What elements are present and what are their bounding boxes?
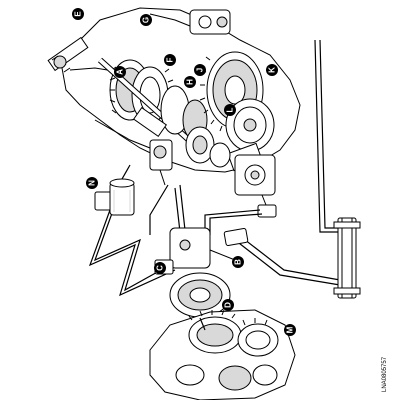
pump-to-lower-pipe xyxy=(199,317,206,331)
callout-a-badge xyxy=(114,66,126,78)
callout-l-badge xyxy=(224,104,236,116)
center-gears xyxy=(185,126,231,168)
callout-k-label: K xyxy=(268,67,277,73)
callout-e: E xyxy=(72,8,84,20)
callout-c-badge xyxy=(154,262,166,274)
callout-b: B xyxy=(232,256,244,268)
pump-assembly xyxy=(154,227,249,318)
callout-l: L xyxy=(224,104,236,116)
callout-b-badge xyxy=(232,256,244,268)
upper-linkage xyxy=(149,9,231,35)
callout-g: G xyxy=(140,14,152,26)
callout-k: K xyxy=(266,64,278,76)
lower-left-linkage xyxy=(133,106,173,186)
callout-d-badge xyxy=(222,299,234,311)
callout-j: J xyxy=(194,64,206,76)
callout-c: C xyxy=(154,262,166,274)
callout-h: H xyxy=(184,76,196,88)
callout-m-badge xyxy=(284,324,296,336)
callout-k-badge xyxy=(266,64,278,76)
callout-n-badge xyxy=(86,177,98,189)
callout-m-label: M xyxy=(286,326,295,333)
output-assembly xyxy=(234,154,277,218)
callout-j-badge xyxy=(194,64,206,76)
callout-e-label: E xyxy=(74,11,83,17)
clutch-l xyxy=(225,98,275,172)
callout-a: A xyxy=(114,66,126,78)
callout-j-label: J xyxy=(196,68,205,72)
callout-l-label: L xyxy=(226,107,235,112)
callout-f-label: F xyxy=(166,57,175,62)
callout-a-label: A xyxy=(116,69,125,75)
callout-n: N xyxy=(86,177,98,189)
callout-h-label: H xyxy=(186,79,195,85)
callout-e-badge xyxy=(72,8,84,20)
callout-g-label: G xyxy=(142,17,151,23)
input-shaft xyxy=(47,36,89,73)
filter-n xyxy=(94,178,135,216)
callout-m: M xyxy=(284,324,296,336)
callout-f: F xyxy=(164,54,176,66)
callout-d-label: D xyxy=(224,302,233,308)
callout-g-badge xyxy=(140,14,152,26)
callout-n-label: N xyxy=(88,180,97,186)
callout-h-badge xyxy=(184,76,196,88)
reference-code: LNA0805757 xyxy=(382,356,388,392)
callout-c-label: C xyxy=(156,265,165,271)
callout-d: D xyxy=(222,299,234,311)
callout-b-label: B xyxy=(234,259,243,265)
callout-markers: E G A F H J K L N C B D M xyxy=(72,8,296,336)
lower-gearbox xyxy=(149,309,296,400)
callout-f-badge xyxy=(164,54,176,66)
valve-block xyxy=(333,217,361,299)
